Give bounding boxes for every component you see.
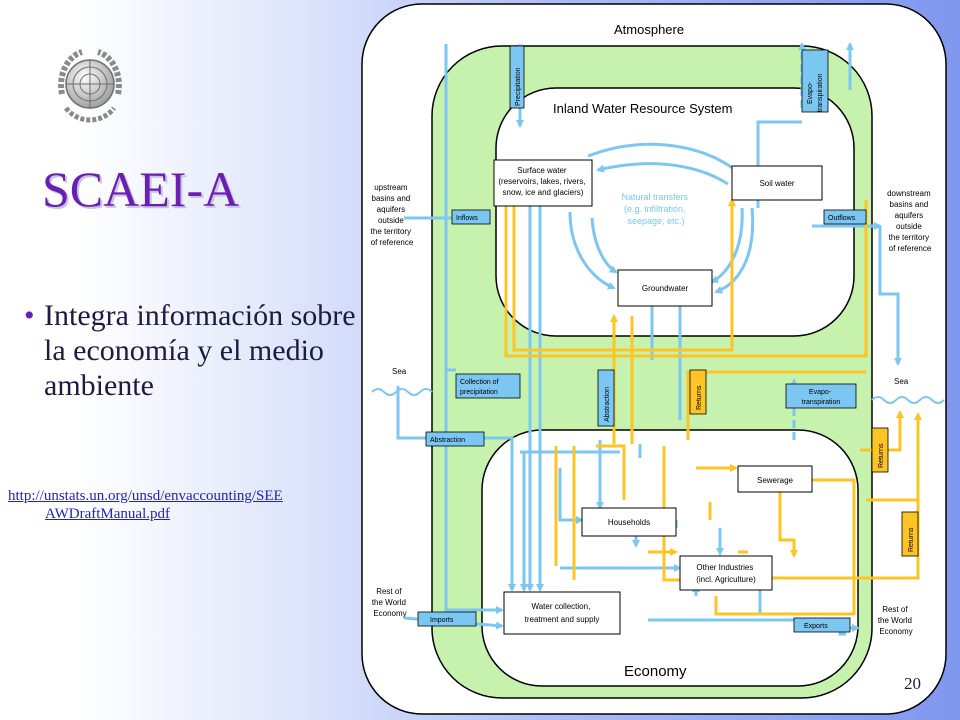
other-industries-box (679, 555, 773, 591)
other-industries-label: Other Industries (incl. Agriculture) (696, 563, 756, 584)
returns-right-2-tag (901, 511, 919, 557)
exports-label: Exports (804, 623, 828, 630)
reference-link[interactable]: http://unstats.un.org/unsd/envaccounting… (8, 487, 360, 523)
natural-transfers-line: (e.g. infiltration, (624, 204, 686, 214)
bullet-text: Integra información sobre la economía y … (44, 299, 356, 402)
sewerage-box (737, 465, 813, 493)
sewerage-label: Sewerage (757, 476, 794, 485)
precipitation-tag (509, 45, 525, 109)
reference-link-line1: http://unstats.un.org/unsd/envaccounting… (8, 488, 283, 504)
water-collection-box (503, 591, 621, 635)
surface-water-line: (reservoirs, lakes, rivers, (498, 177, 585, 186)
imports-tag (417, 611, 477, 627)
upstream-label: upstream basins and aquifers outside the… (371, 183, 414, 247)
sea-left-label: Sea (392, 367, 407, 376)
soil-water-box (731, 165, 823, 201)
natural-transfers-line: Natural transfers (621, 192, 688, 202)
surface-water-label: Surface water (reservoirs, lakes, rivers… (498, 166, 587, 197)
natural-transfers-line: seepage, etc.) (627, 216, 684, 226)
atmosphere-label: Atmosphere (614, 22, 684, 37)
economy-label: Economy (624, 663, 687, 680)
households-label: Households (608, 518, 650, 527)
precipitation-label: Precipitation (515, 67, 522, 106)
inflows-label: Inflows (456, 215, 478, 222)
sea-right-label: Sea (894, 377, 909, 386)
outflows-label: Outflows (828, 215, 856, 222)
rest-world-left-label: Rest of the World Economy (372, 587, 408, 618)
rest-world-right-label: Rest of the World Economy (878, 605, 914, 636)
groundwater-label: Groundwater (642, 284, 689, 293)
returns-right-1-tag (871, 427, 889, 473)
imports-label: Imports (430, 617, 454, 624)
outflows-tag (823, 209, 867, 225)
inland-system-label: Inland Water Resource System (553, 101, 732, 116)
abstraction-horizontal-label: Abstraction (430, 437, 465, 444)
abstraction-vertical-label: Abstraction (604, 387, 611, 422)
returns-right-1-label: Returns (878, 443, 885, 468)
page-number: 20 (904, 674, 921, 693)
downstream-label: downstream basins and aquifers outside t… (887, 189, 933, 253)
returns-vertical-label: Returns (696, 385, 703, 410)
un-emblem-icon (58, 49, 122, 123)
abstraction-horizontal-tag (425, 431, 485, 447)
abstraction-vertical-tag (597, 369, 615, 427)
collection-label: Collection of precipitation (460, 379, 500, 396)
bullet-dot-icon: • (24, 299, 35, 332)
returns-right-2-label: Returns (908, 527, 915, 552)
evapotranspiration-top-label: Evapo- transpiration (807, 73, 824, 112)
soil-water-label: Soil water (759, 179, 794, 188)
inflows-tag (451, 209, 491, 225)
returns-vertical-tag (689, 369, 707, 415)
slide-title: SCAEI-A (42, 161, 240, 217)
evapotranspiration-top-tag (801, 49, 829, 113)
groundwater-box (617, 269, 713, 307)
surface-water-box (493, 159, 593, 207)
evapotranspiration-mid-tag (785, 383, 857, 409)
collection-tag (455, 373, 521, 399)
natural-transfers-label: Natural transfers (e.g. infiltration, se… (621, 192, 690, 226)
reference-link-line2: AWDraftManual.pdf (45, 506, 171, 522)
surface-water-line: Surface water (517, 166, 567, 175)
exports-tag (793, 617, 851, 633)
bullet-item: • Integra información sobre la economía … (16, 298, 374, 403)
water-collection-label: Water collection, treatment and supply (525, 602, 600, 624)
surface-water-line: snow, ice and glaciers) (503, 188, 584, 197)
bullet-list: • Integra información sobre la economía … (16, 298, 374, 403)
households-box (581, 507, 677, 537)
evapotranspiration-mid-label: Evapo- transpiration (802, 389, 841, 406)
